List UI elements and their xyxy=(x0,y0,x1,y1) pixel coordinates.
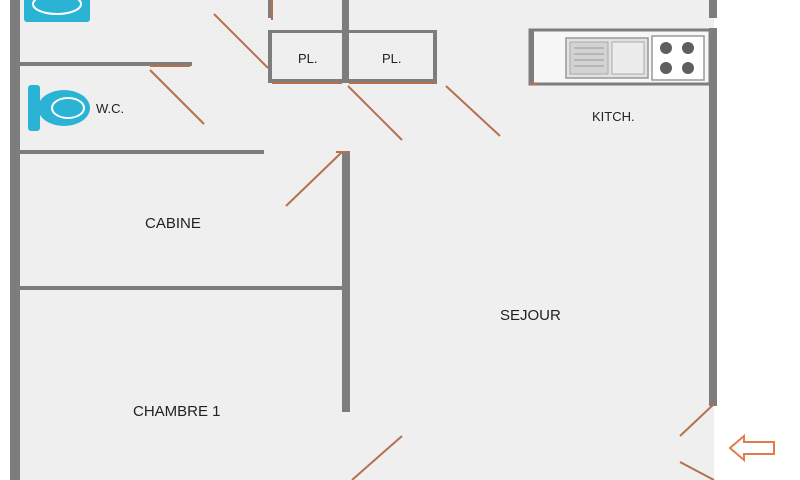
door-chambre xyxy=(351,435,403,480)
wall-upper-stub xyxy=(268,0,272,18)
wall-closet-top xyxy=(268,30,437,33)
toilet-icon xyxy=(28,85,90,131)
door-closet-2 xyxy=(445,85,501,137)
sink-icon xyxy=(565,37,649,79)
door-entry-upper xyxy=(679,403,715,437)
door-wc xyxy=(149,69,205,125)
wall-cabine-chambre xyxy=(20,286,346,290)
label-sejour: SEJOUR xyxy=(500,307,561,324)
label-placard-1: PL. xyxy=(298,51,318,66)
door-bath xyxy=(213,13,269,69)
door-closet-1 xyxy=(347,85,403,141)
bathtub-icon xyxy=(24,0,90,22)
door-entry-lower xyxy=(679,461,715,480)
entrance-arrow-icon xyxy=(728,433,775,463)
wall-closet-front xyxy=(268,79,437,83)
wall-left xyxy=(10,0,20,480)
wall-closet-left xyxy=(268,30,272,82)
wall-closet-right xyxy=(433,30,437,82)
wall-right-upper xyxy=(709,28,717,406)
label-wc: W.C. xyxy=(96,101,124,116)
outside-area xyxy=(714,0,800,480)
wall-bath-wc xyxy=(20,62,192,66)
wall-closet-divider xyxy=(342,0,349,82)
label-placard-2: PL. xyxy=(382,51,402,66)
wall-kitchen-edge xyxy=(530,30,534,84)
door-cabine xyxy=(285,151,343,207)
wall-cabine-sejour xyxy=(342,152,350,412)
door-swings xyxy=(149,0,715,480)
label-chambre: CHAMBRE 1 xyxy=(133,403,221,420)
wall-right-top xyxy=(709,0,717,18)
cooktop-icon xyxy=(651,35,705,81)
label-cabine: CABINE xyxy=(145,215,201,232)
label-kitchen: KITCH. xyxy=(592,109,635,124)
wall-wc-cabine xyxy=(20,150,264,154)
